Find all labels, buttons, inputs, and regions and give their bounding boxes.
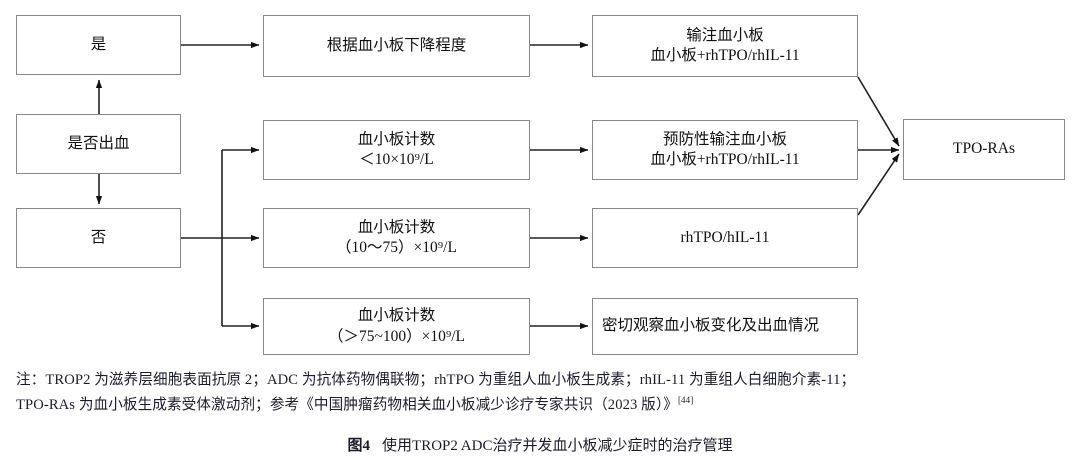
treatment-prophylactic-text: 预防性输注血小板 血小板+rhTPO/rhIL-11: [593, 130, 857, 170]
branch-yes-line1: 是: [90, 35, 107, 53]
connector-transfuse-to-tpo-ras: [857, 76, 900, 147]
platelet-count-75-100-text: 血小板计数 （＞75~100）×10⁹/L: [264, 306, 529, 346]
platelet-count-10-75-text: 血小板计数 （10～75）×10⁹/L: [264, 218, 529, 258]
connector-rhtpo-to-tpo-ras: [857, 153, 900, 216]
treatment-prophylactic-line1: 预防性输注血小板: [662, 130, 787, 148]
treatment-prophylactic-line2: 血小板+rhTPO/rhIL-11: [650, 151, 800, 168]
branch-yes-box[interactable]: 是: [16, 15, 181, 75]
outcome-tpo-ras-line1: TPO-RAs: [952, 140, 1015, 158]
branch-yes-text: 是: [17, 35, 180, 55]
treatment-rhtpo-box[interactable]: rhTPO/hIL-11: [592, 208, 858, 268]
treatment-observe-text: 密切观察血小板变化及出血情况: [593, 316, 857, 336]
treatment-transfuse-line2: 血小板+rhTPO/rhIL-11: [650, 47, 800, 64]
platelet-count-10-75-line1: 血小板计数: [357, 218, 436, 236]
branch-no-line1: 否: [90, 228, 107, 246]
figure-note-reference: [44]: [677, 395, 694, 406]
branch-no-text: 否: [17, 228, 180, 248]
decision-bleeding-text: 是否出血: [17, 134, 180, 154]
treatment-rhtpo-line1: rhTPO/hIL-11: [680, 228, 770, 246]
decision-bleeding-line1: 是否出血: [67, 134, 130, 152]
figure-caption-label: 图4: [347, 438, 371, 454]
treatment-transfuse-text: 输注血小板 血小板+rhTPO/rhIL-11: [593, 26, 857, 66]
flowchart-connectors: [95, 41, 900, 330]
platelet-count-lt10-line1: 血小板计数: [357, 130, 436, 148]
platelet-count-10-75-box[interactable]: 血小板计数 （10～75）×10⁹/L: [263, 208, 530, 268]
treatment-prophylactic-box[interactable]: 预防性输注血小板 血小板+rhTPO/rhIL-11: [592, 120, 858, 180]
treatment-observe-line1: 密切观察血小板变化及出血情况: [602, 317, 820, 335]
figure-note-line1: 注：TROP2 为滋养层细胞表面抗原 2；ADC 为抗体药物偶联物；rhTPO …: [16, 372, 856, 388]
figure-note-line2-text: TPO-RAs 为血小板生成素受体激动剂；参考《中国肿瘤药物相关血小板减少诊疗专…: [16, 397, 678, 414]
outcome-tpo-ras-box[interactable]: TPO-RAs: [903, 119, 1065, 180]
platelet-count-75-100-line2: （＞75~100）×10⁹/L: [327, 327, 466, 345]
platelet-count-75-100-box[interactable]: 血小板计数 （＞75~100）×10⁹/L: [263, 298, 530, 355]
assess-platelet-drop-line1: 根据血小板下降程度: [326, 36, 467, 54]
figure-note-line2: TPO-RAs 为血小板生成素受体激动剂；参考《中国肿瘤药物相关血小板减少诊疗专…: [16, 393, 1064, 418]
branch-no-box[interactable]: 否: [16, 208, 181, 268]
figure-caption-text: 使用TROP2 ADC治疗并发血小板减少症时的治疗管理: [382, 438, 733, 454]
platelet-count-lt10-text: 血小板计数 ＜10×10⁹/L: [264, 130, 529, 170]
outcome-tpo-ras-text: TPO-RAs: [904, 139, 1064, 159]
treatment-transfuse-box[interactable]: 输注血小板 血小板+rhTPO/rhIL-11: [592, 15, 858, 77]
platelet-count-10-75-line2: （10～75）×10⁹/L: [336, 239, 457, 256]
treatment-observe-box[interactable]: 密切观察血小板变化及出血情况: [592, 298, 858, 355]
platelet-count-lt10-line2: ＜10×10⁹/L: [359, 151, 434, 168]
figure-caption: 图4 使用TROP2 ADC治疗并发血小板减少症时的治疗管理: [0, 434, 1080, 455]
decision-bleeding-box[interactable]: 是否出血: [16, 114, 181, 174]
assess-platelet-drop-box[interactable]: 根据血小板下降程度: [263, 15, 530, 77]
treatment-rhtpo-text: rhTPO/hIL-11: [593, 228, 857, 248]
assess-platelet-drop-text: 根据血小板下降程度: [264, 36, 529, 56]
figure-note: 注：TROP2 为滋养层细胞表面抗原 2；ADC 为抗体药物偶联物；rhTPO …: [16, 368, 1064, 418]
platelet-count-75-100-line1: 血小板计数: [357, 307, 436, 325]
platelet-count-lt10-box[interactable]: 血小板计数 ＜10×10⁹/L: [263, 120, 530, 180]
treatment-transfuse-line1: 输注血小板: [686, 26, 764, 44]
